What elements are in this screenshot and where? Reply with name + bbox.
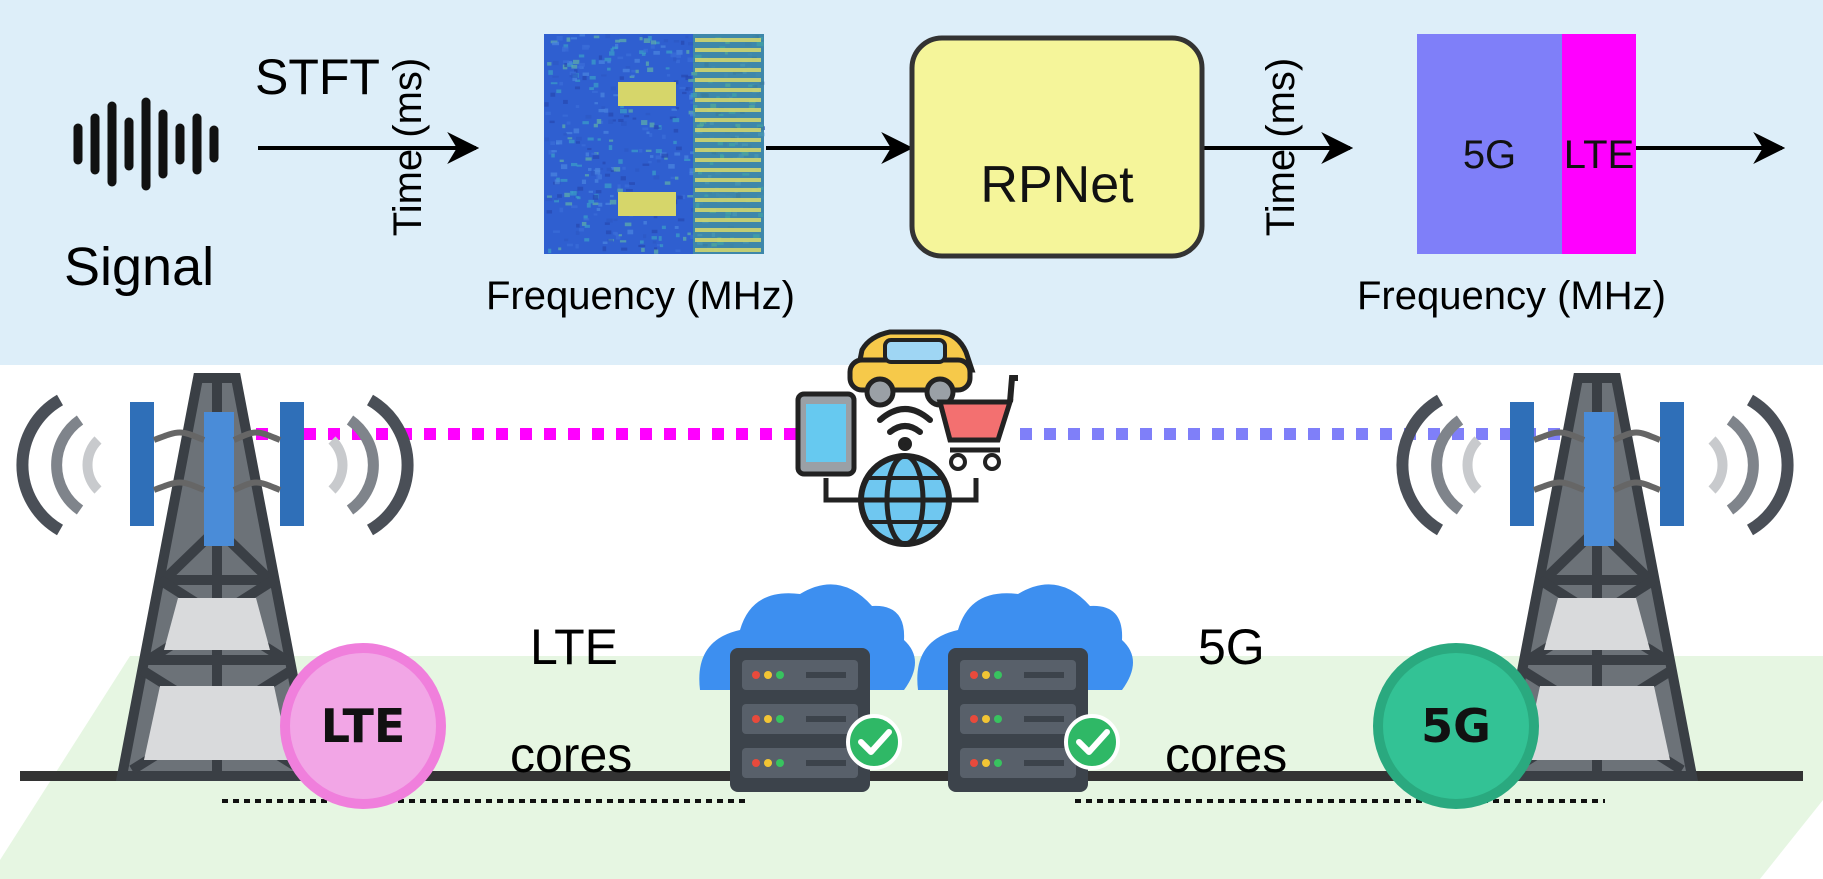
- lte-badge: [280, 643, 446, 809]
- connected-devices-icon: [795, 329, 1018, 547]
- shopping-cart-icon: [936, 375, 1018, 471]
- globe-icon: [823, 453, 979, 547]
- lte-cores-label-line1: LTE: [530, 619, 618, 675]
- spectrogram-image: [544, 34, 765, 254]
- output-x-axis-label: Frequency (MHz): [1357, 274, 1666, 318]
- lte-badge-label: LTE: [320, 699, 406, 753]
- ground-plane: [0, 656, 1823, 879]
- signal-label: Signal: [64, 237, 215, 297]
- lte-cores-label-line2: cores: [510, 727, 633, 783]
- cell-tower-icon: [1396, 373, 1794, 781]
- cloud-server-icon: [699, 584, 915, 792]
- output-y-axis-label: Time (ms): [1259, 57, 1303, 237]
- output-5g-label: 5G: [1462, 132, 1517, 177]
- 5g-badge-label: 5G: [1421, 699, 1491, 753]
- waveform-icon: [73, 97, 219, 191]
- output-lte-segment: [1562, 34, 1636, 254]
- check-icon: [846, 714, 902, 770]
- check-icon: [1064, 714, 1120, 770]
- output-lte-label: LTE: [1563, 132, 1635, 177]
- cell-tower-icon: [16, 373, 414, 781]
- spectrogram-y-axis-label: Time (ms): [386, 57, 430, 237]
- car-icon: [847, 329, 976, 408]
- stft-label: STFT: [255, 49, 380, 105]
- cloud-server-icon: [917, 584, 1133, 792]
- 5g-badge: [1373, 643, 1539, 809]
- 5g-cores-label-line1: 5G: [1198, 619, 1265, 675]
- rpnet-label: RPNet: [980, 156, 1134, 214]
- rpnet-box: [909, 35, 1205, 259]
- wifi-icon: [877, 406, 933, 451]
- spectrogram-x-axis-label: Frequency (MHz): [486, 274, 795, 318]
- 5g-cores-label-line2: cores: [1165, 727, 1288, 783]
- phone-icon: [795, 391, 857, 477]
- output-5g-segment: [1417, 34, 1562, 254]
